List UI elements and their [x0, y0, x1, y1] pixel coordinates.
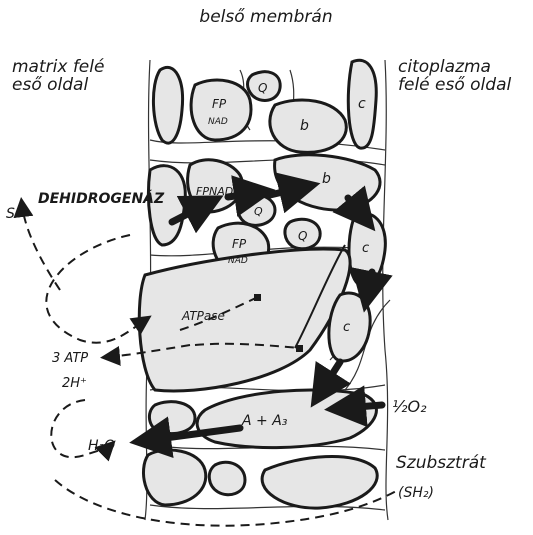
arrow-c1-to-c: [368, 272, 372, 292]
fp-low-label: FP: [232, 237, 247, 251]
atpase-label: ATPase: [181, 309, 225, 323]
cytochrome-a-a3-label: A + A₃: [241, 413, 288, 429]
q-low-label: Q: [298, 229, 307, 243]
q-mid-label: Q: [254, 205, 263, 218]
oxygen-label: ½O₂: [392, 397, 427, 416]
complex-atpase: [139, 249, 350, 391]
coupling-site-2: [296, 345, 303, 352]
s-label: S: [6, 206, 15, 222]
complex-left-low: [149, 402, 195, 434]
nad-low-label: NAD: [228, 256, 248, 266]
cytoplasm-side-label-line1: citoplazma: [398, 57, 491, 77]
water-label: H₂O: [88, 438, 115, 454]
cytoplasm-side-label-line2: felé eső oldal: [398, 75, 511, 95]
inner-membrane-label: belső membrán: [199, 7, 332, 27]
complex-bottom-small: [209, 462, 245, 494]
b-top-label: b: [300, 118, 309, 134]
c-right-label: c: [343, 320, 350, 335]
b-mid-label: b: [322, 171, 331, 187]
c-top-label: c: [358, 96, 366, 112]
substrate-label: Szubsztrát: [396, 453, 487, 473]
dehydrogenase-label: DEHIDROGENÁZ: [38, 190, 165, 207]
sh2-label: (SH₂): [398, 485, 434, 501]
complex-blobs: [139, 60, 385, 508]
fp-nad-mid-label: FPNAD: [196, 185, 233, 198]
complex-bottom-left: [143, 450, 205, 505]
q-top-label: Q: [258, 81, 267, 95]
c1-right-label: c: [362, 241, 369, 256]
matrix-side-label-line1: matrix felé: [12, 57, 104, 77]
arrow-c-to-a: [322, 362, 340, 390]
atp-label: 3 ATP: [52, 351, 88, 366]
complex-bottom-right: [262, 456, 377, 508]
dash-substrate-loop: [46, 235, 145, 343]
protons-label: 2H⁺: [62, 376, 87, 391]
arrow-oxygen-in: [345, 405, 382, 408]
nad-top-label: NAD: [208, 117, 228, 127]
fp-top-label: FP: [212, 97, 227, 111]
matrix-side-label-line2: eső oldal: [12, 75, 88, 95]
complex-left-top: [153, 67, 182, 143]
dash-to-s: [22, 205, 60, 290]
